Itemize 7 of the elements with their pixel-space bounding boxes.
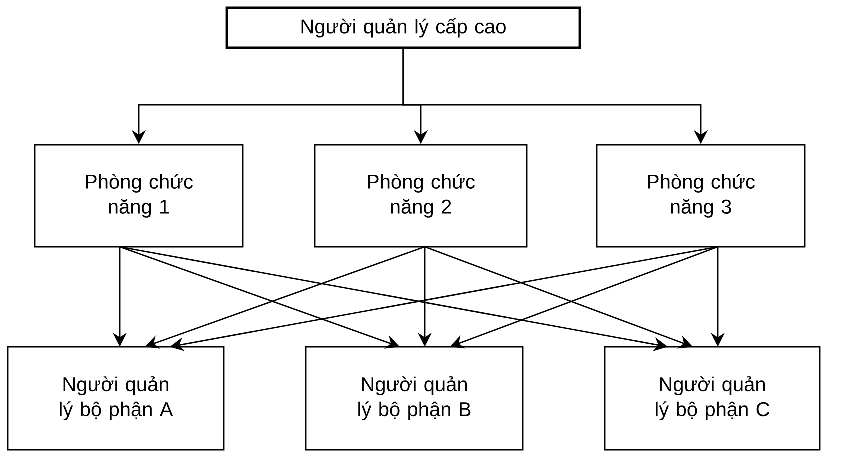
box: Người quản lý cấp cao [226,6,582,50]
box: Người quản lý bộ phận C [604,346,821,451]
box: Người quản lý bộ phận A [7,346,225,451]
box: Phòng chức năng 1 [34,144,244,248]
box: Người quản lý bộ phận B [305,346,524,451]
box: Phòng chức năng 2 [314,144,528,248]
box: Phòng chức năng 3 [596,144,806,248]
